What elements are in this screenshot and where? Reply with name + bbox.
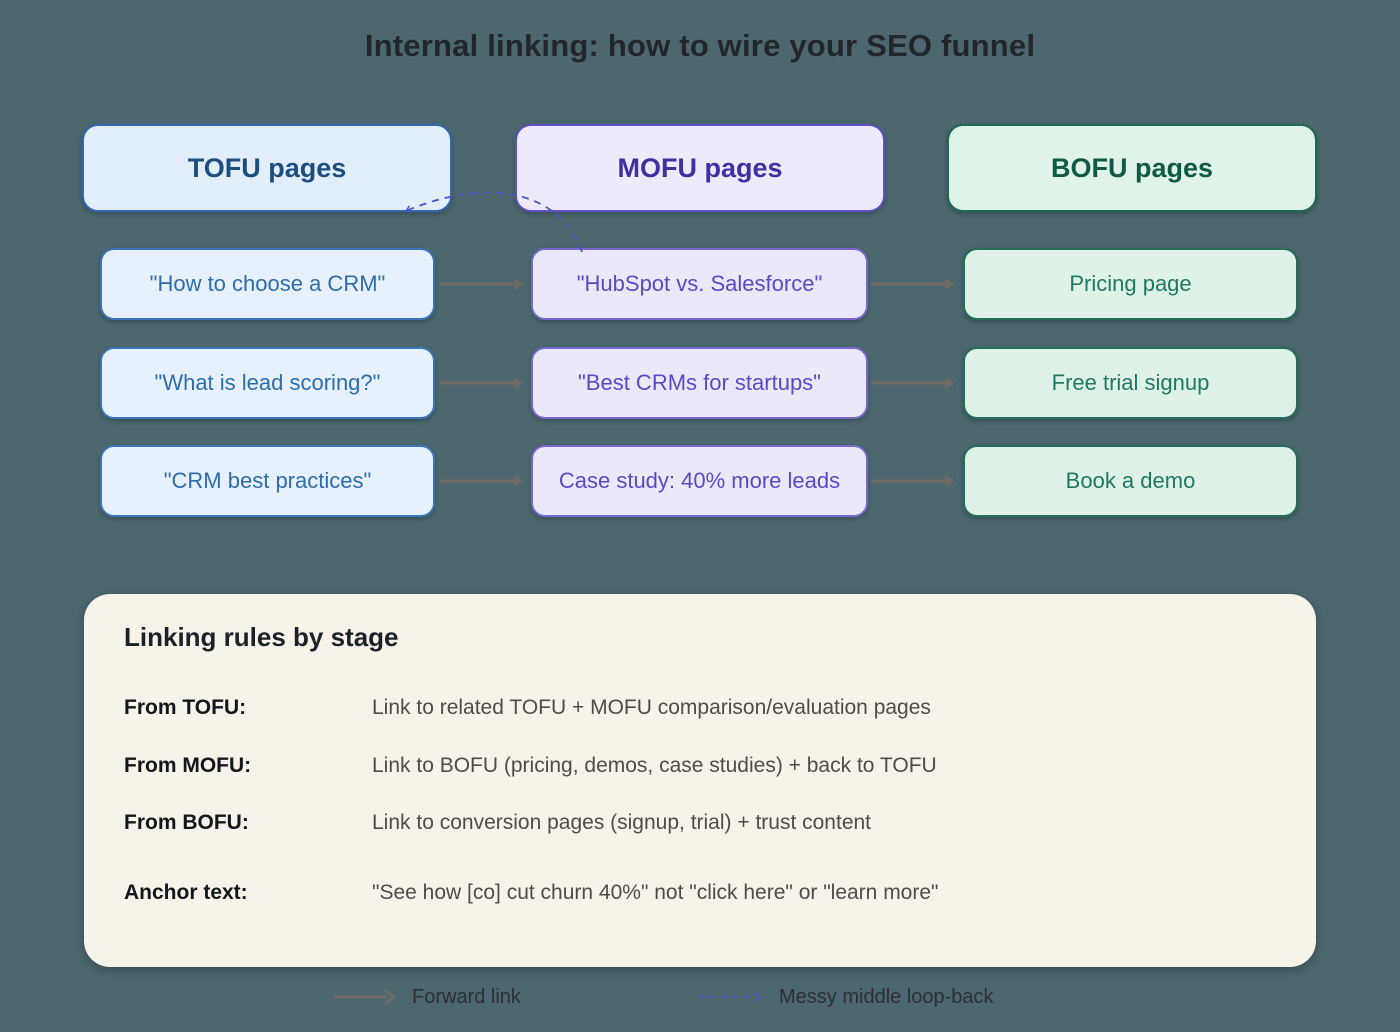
rule-label-tofu: From TOFU: (124, 696, 247, 719)
legend-forward: Forward link (333, 983, 521, 1011)
funnel-cell-bofu-1: Pricing page (963, 248, 1298, 320)
column-header-bofu-label: BOFU pages (1050, 152, 1214, 183)
column-header-tofu: TOFU pages (82, 124, 452, 212)
legend-loopback-arrow-icon (699, 992, 762, 1002)
legend-forward-arrow-icon (334, 988, 397, 1006)
legend-loopback-label: Messy middle loop-back (779, 985, 994, 1008)
funnel-cell-mofu-1: "HubSpot vs. Salesforce" (531, 248, 868, 320)
rule-text-bofu: Link to conversion pages (signup, trial)… (372, 811, 872, 834)
column-header-tofu-label: TOFU pages (187, 152, 347, 183)
funnel-cell-mofu-1-label: "HubSpot vs. Salesforce" (576, 271, 823, 296)
funnel-cell-tofu-3-label: "CRM best practices" (163, 468, 372, 493)
funnel-cell-bofu-3-label: Book a demo (1065, 468, 1196, 493)
diagram-title: Internal linking: how to wire your SEO f… (364, 28, 1036, 63)
rule-text-tofu: Link to related TOFU + MOFU comparison/e… (372, 696, 931, 719)
rule-label-bofu: From BOFU: (124, 811, 249, 834)
funnel-cell-bofu-2-label: Free trial signup (1051, 370, 1210, 395)
rules-panel: Linking rules by stage (84, 594, 1316, 967)
funnel-cell-mofu-2: "Best CRMs for startups" (531, 347, 868, 419)
funnel-cell-tofu-2-label: "What is lead scoring?" (154, 370, 381, 395)
funnel-cell-bofu-2: Free trial signup (963, 347, 1298, 419)
funnel-cell-tofu-1: "How to choose a CRM" (100, 248, 435, 320)
column-header-bofu: BOFU pages (947, 124, 1317, 212)
column-header-mofu: MOFU pages (515, 124, 885, 212)
rules-panel-heading: Linking rules by stage (124, 622, 399, 652)
rule-text-anchor: "See how [co] cut churn 40%" not "click … (372, 881, 939, 904)
funnel-cell-mofu-3-label: Case study: 40% more leads (558, 468, 841, 493)
funnel-cell-bofu-3: Book a demo (963, 445, 1298, 517)
funnel-cell-mofu-2-label: "Best CRMs for startups" (577, 370, 821, 395)
column-header-mofu-label: MOFU pages (617, 152, 783, 183)
legend-forward-label: Forward link (412, 985, 521, 1008)
rule-text-mofu: Link to BOFU (pricing, demos, case studi… (372, 754, 937, 777)
funnel-cell-bofu-1-label: Pricing page (1069, 271, 1192, 296)
legend-loopback: Messy middle loop-back (698, 983, 994, 1011)
funnel-cell-tofu-3: "CRM best practices" (100, 445, 435, 517)
funnel-cell-mofu-3: Case study: 40% more leads (531, 445, 868, 517)
funnel-cell-tofu-2: "What is lead scoring?" (100, 347, 435, 419)
funnel-cell-tofu-1-label: "How to choose a CRM" (149, 271, 386, 296)
rule-label-anchor: Anchor text: (124, 881, 248, 904)
rule-label-mofu: From MOFU: (124, 754, 252, 777)
